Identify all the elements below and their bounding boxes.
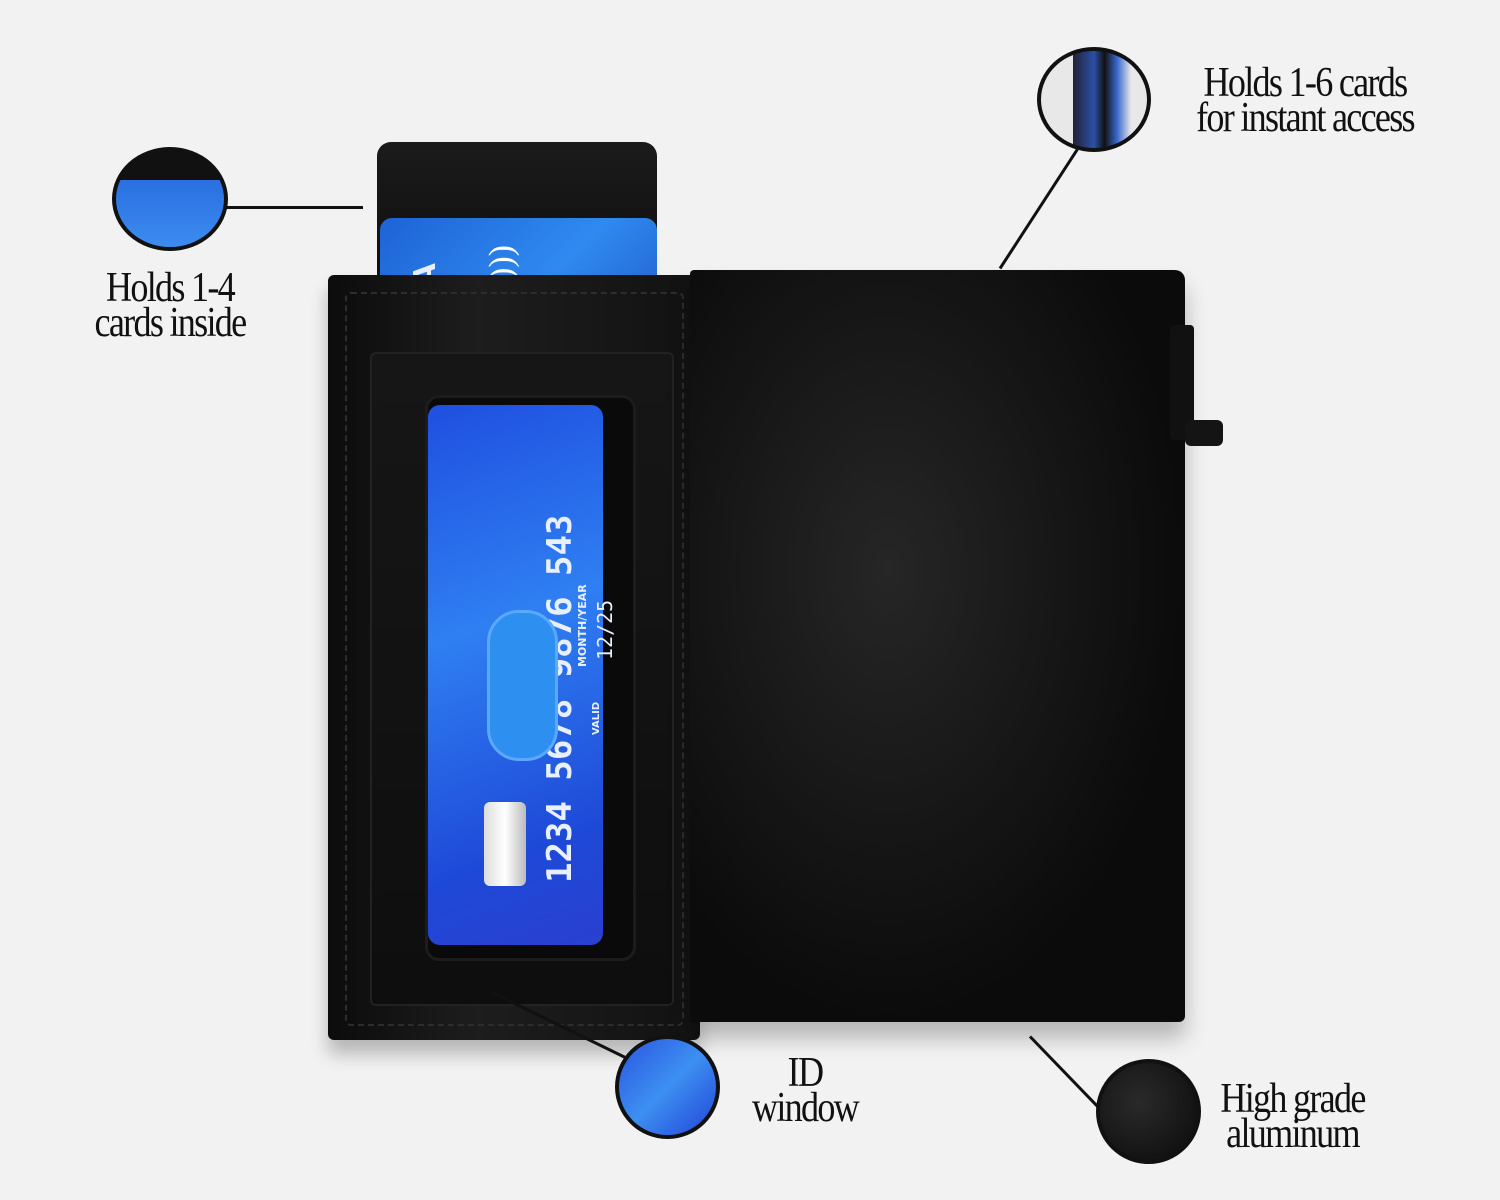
eject-lever-tip <box>1185 420 1223 446</box>
leader-line-top-left <box>227 206 363 209</box>
callout-line: cards inside <box>94 300 248 346</box>
zoom-circle-aluminum <box>1096 1059 1201 1164</box>
zoom-circle-card-stack <box>1037 47 1151 152</box>
callout-line: High grade <box>1220 1076 1366 1122</box>
callout-id-window: ID window <box>736 1050 874 1131</box>
aluminum-case <box>690 270 1185 1022</box>
expiry-label: MONTH/YEAR <box>576 584 589 667</box>
valid-label: VALID <box>591 701 602 735</box>
callout-line: window <box>751 1085 860 1131</box>
callout-line: ID <box>787 1050 824 1096</box>
callout-aluminum: High grade aluminum <box>1213 1076 1372 1157</box>
callout-top-right: Holds 1-6 cards for instant access <box>1180 60 1429 141</box>
stitching <box>345 292 684 1026</box>
leader-line-top-right <box>998 148 1079 270</box>
zoom-circle-cards-inside <box>112 147 228 251</box>
zoom-circle-id-window <box>615 1035 720 1139</box>
chip-icon <box>484 802 526 886</box>
expiry: 12/25 <box>593 599 617 660</box>
leader-line-aluminum <box>1028 1035 1101 1110</box>
callout-line: Holds 1-6 cards <box>1203 60 1409 106</box>
push-slot <box>487 610 558 761</box>
callout-line: Holds 1-4 <box>105 265 236 311</box>
contactless-icon: ))) <box>482 245 520 279</box>
callout-line: aluminum <box>1226 1111 1360 1157</box>
callout-line: for instant access <box>1196 95 1416 141</box>
callout-top-left: Holds 1-4 cards inside <box>71 265 269 346</box>
